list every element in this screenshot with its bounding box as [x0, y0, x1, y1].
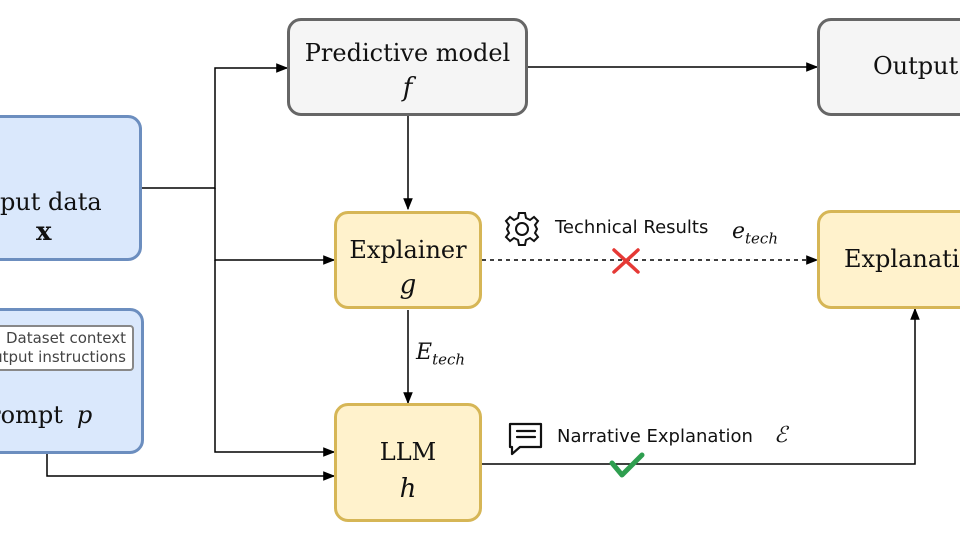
e-tech-symbol: etech	[732, 219, 778, 247]
explainer-symbol: g	[399, 270, 417, 300]
predictive-model-node: Predictive model f	[287, 18, 528, 116]
predictive-model-symbol: f	[402, 73, 413, 103]
explainer-node: Explainer g	[334, 211, 482, 309]
explainer-title: Explainer	[349, 236, 467, 264]
llm-symbol: h	[399, 474, 417, 504]
llm-node: LLM h	[334, 403, 482, 522]
prompt-title: Promptp	[0, 401, 141, 429]
technical-results-label: Technical Results	[555, 217, 709, 238]
output-node: Output	[817, 18, 960, 116]
prompt-title-text: Prompt	[0, 401, 63, 429]
explanation-node: Explanation	[817, 210, 960, 309]
explanation-title: Explanation	[844, 245, 960, 273]
edge-llm-to-explanation	[482, 307, 920, 465]
predictive-model-title: Predictive model	[304, 39, 511, 67]
chat-icon	[508, 422, 543, 456]
input-data-title: Input data	[0, 188, 102, 216]
check-icon	[609, 452, 645, 478]
edge-input-trunk	[142, 63, 289, 189]
edge-prompt-to-llm	[46, 453, 336, 481]
edge-input-to-explainer	[214, 188, 336, 265]
gear-icon	[504, 212, 540, 246]
E-tech-symbol: Etech	[416, 340, 465, 368]
edge-input-to-llm	[214, 260, 336, 457]
input-data-node: Input data x	[0, 115, 142, 261]
prompt-context-line-2: Output instructions	[0, 348, 126, 366]
cross-icon	[612, 248, 640, 274]
llm-title: LLM	[379, 438, 437, 466]
e-tech-subscript: tech	[745, 229, 778, 248]
narrative-explanation-label: Narrative Explanation	[557, 426, 753, 447]
E-tech-base: E	[416, 340, 433, 365]
e-tech-base: e	[732, 219, 746, 244]
prompt-node: Dataset context Output instructions Prom…	[0, 308, 144, 454]
narrative-symbol: ℰ	[774, 423, 788, 448]
prompt-context-box: Dataset context Output instructions	[0, 325, 134, 371]
prompt-context-line-1: Dataset context	[5, 329, 126, 347]
prompt-symbol: p	[76, 401, 93, 429]
output-title: Output	[873, 52, 959, 80]
input-data-symbol: x	[36, 217, 52, 247]
E-tech-subscript: tech	[432, 350, 466, 369]
